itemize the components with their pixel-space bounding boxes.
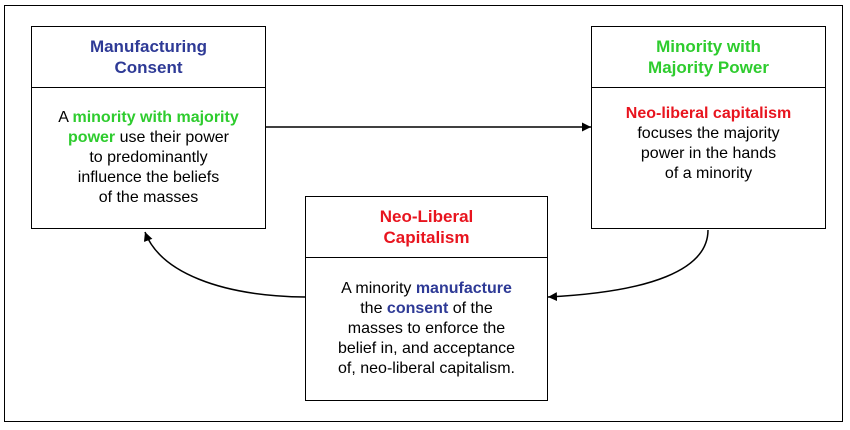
highlight-neo-liberal-capitalism: Neo-liberal capitalism [625,105,792,122]
body-line-3: power in the hands [640,145,777,162]
body-line-3: masses to enforce the [347,320,506,337]
body-text: A [58,109,73,126]
body-line-5: of, neo-liberal capitalism. [338,360,515,377]
body-line-5: of the masses [98,189,199,206]
arrow-minority-to-neoliberal [547,229,709,302]
highlight-minority-with-majority: minority with majority [72,109,239,126]
neo-liberal-capitalism-body: A minority manufacture the consent of th… [306,258,547,400]
title-line-1: Manufacturing [89,37,208,56]
minority-majority-power-body: Neo-liberal capitalism focuses the major… [592,88,825,228]
body-line-1: A minority manufacture [341,279,512,299]
body-line-4: of a minority [664,165,753,182]
body-line-4: belief in, and acceptance [337,340,515,357]
minority-majority-power-title: Minority with Majority Power [592,27,825,88]
body-line-2: the consent of the [360,299,493,319]
body-line-2: power use their power [68,128,229,148]
title-line-2: Consent [114,58,183,77]
highlight-consent: consent [386,300,449,317]
manufacturing-consent-body: A minority with majority power use their… [32,88,265,228]
highlight-manufacture: manufacture [415,280,512,297]
manufacturing-consent-box: Manufacturing Consent A minority with ma… [31,26,266,229]
body-line-1: A minority with majority [58,108,238,128]
neo-liberal-capitalism-box: Neo-Liberal Capitalism A minority manufa… [305,196,548,401]
minority-majority-power-box: Minority with Majority Power Neo-liberal… [591,26,826,229]
diagram-frame [4,5,843,422]
body-line-3: to predominantly [89,149,208,166]
highlight-power: power [68,129,116,146]
body-text: A minority [341,280,416,297]
manufacturing-consent-title: Manufacturing Consent [32,27,265,88]
neo-liberal-capitalism-title: Neo-Liberal Capitalism [306,197,547,258]
title-line-1: Minority with [656,37,761,56]
body-text: of the [448,300,493,317]
title-line-1: Neo-Liberal [379,207,474,226]
body-text: the [360,300,387,317]
title-line-2: Majority Power [648,58,769,77]
body-text: use their power [115,129,229,146]
body-line-2: focuses the majority [637,125,780,142]
body-line-4: influence the beliefs [77,169,220,186]
arrow-neoliberal-to-consent [143,231,306,298]
title-line-2: Capitalism [383,228,470,247]
